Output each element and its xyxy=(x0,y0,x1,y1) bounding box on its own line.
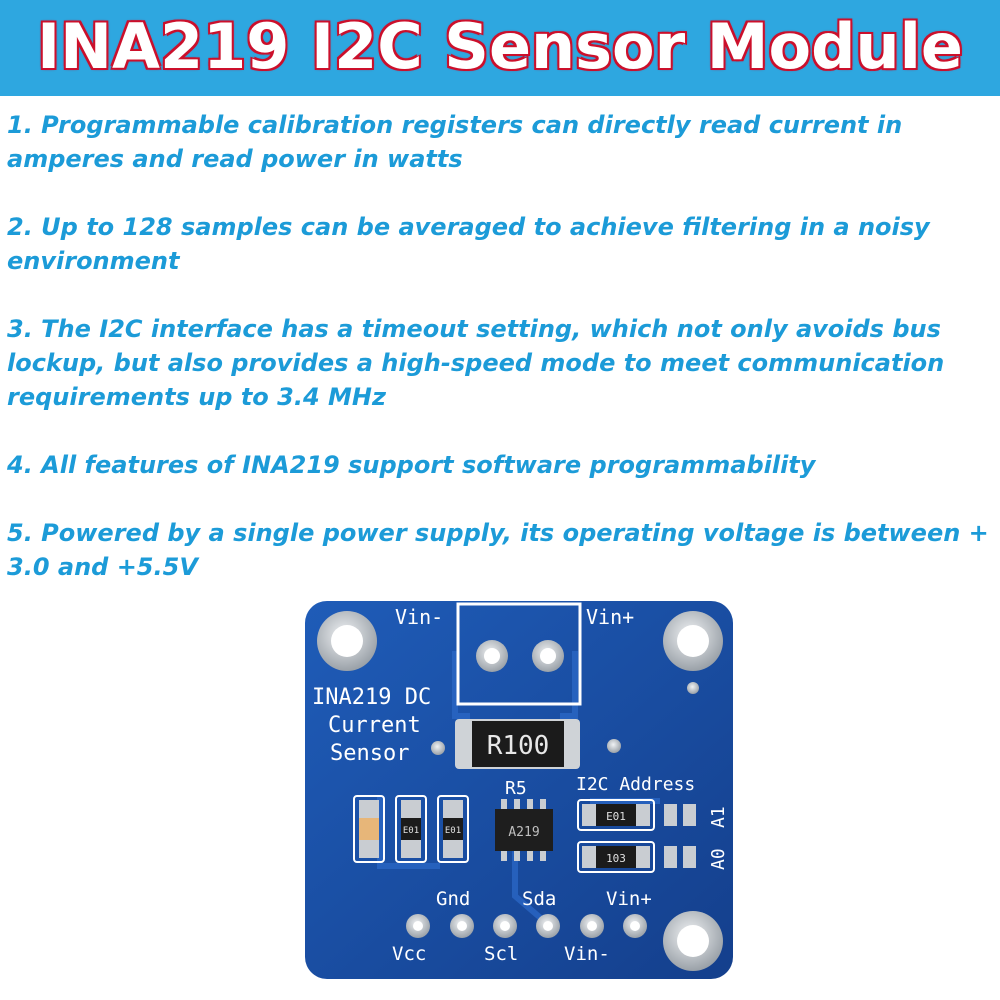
feature-item: 2. Up to 128 samples can be averaged to … xyxy=(7,213,930,275)
pcb-illustration: Vin- Vin+ INA219 DC Current Sensor R100 … xyxy=(305,601,733,979)
pin-label-scl: Scl xyxy=(484,943,518,965)
board-name-line1: INA219 DC xyxy=(312,685,431,710)
chip-marking: A219 xyxy=(508,825,539,840)
feature-item: 5. Powered by a single power supply, its… xyxy=(7,519,989,581)
label-vin-plus-top: Vin+ xyxy=(586,605,634,629)
header-pins xyxy=(406,914,647,938)
label-vin-minus-top: Vin- xyxy=(395,605,443,629)
label-a1: A1 xyxy=(708,806,729,828)
feature-item: 4. All features of INA219 support softwa… xyxy=(7,451,816,479)
address-resistor-a1: E01 xyxy=(577,799,655,831)
title-banner: INA219 I2C Sensor Module xyxy=(0,0,1000,96)
pin-label-vin-plus: Vin+ xyxy=(606,888,652,910)
ina219-board-image: Vin- Vin+ INA219 DC Current Sensor R100 … xyxy=(300,596,740,986)
via xyxy=(687,682,699,694)
shunt-resistor: R100 xyxy=(455,719,580,769)
address-jumper-pads xyxy=(664,804,696,868)
feature-list: 1. Programmable calibration registers ca… xyxy=(7,108,997,618)
mounting-hole xyxy=(663,611,723,671)
via xyxy=(607,739,621,753)
smd-resistor: E01 xyxy=(395,795,427,863)
pcb-board xyxy=(305,601,733,979)
label-i2c-address: I2C Address xyxy=(576,774,695,795)
label-r5: R5 xyxy=(505,778,527,799)
board-name-line3: Sensor xyxy=(330,741,409,766)
pin-label-sda: Sda xyxy=(522,888,556,910)
mounting-hole xyxy=(663,911,723,971)
via xyxy=(431,741,445,755)
address-resistor-marking: E01 xyxy=(606,810,626,823)
terminal-outline xyxy=(456,602,582,706)
feature-item: 3. The I2C interface has a timeout setti… xyxy=(7,315,945,411)
address-resistor-marking: 103 xyxy=(606,852,626,865)
smd-capacitor xyxy=(353,795,385,863)
resistor-marking: E01 xyxy=(445,826,461,836)
board-name-line2: Current xyxy=(328,713,421,738)
page-title: INA219 I2C Sensor Module xyxy=(37,10,963,83)
address-resistor-a0: 103 xyxy=(577,841,655,873)
shunt-marking: R100 xyxy=(487,731,550,761)
label-a0: A0 xyxy=(708,848,729,870)
ina219-chip: A219 xyxy=(495,799,553,861)
feature-item: 1. Programmable calibration registers ca… xyxy=(7,111,903,173)
pin-label-vin-minus: Vin- xyxy=(564,943,610,965)
pin-label-gnd: Gnd xyxy=(436,888,470,910)
mounting-hole xyxy=(317,611,377,671)
resistor-marking: E01 xyxy=(403,826,419,836)
pin-label-vcc: Vcc xyxy=(392,943,426,965)
smd-resistor: E01 xyxy=(437,795,469,863)
